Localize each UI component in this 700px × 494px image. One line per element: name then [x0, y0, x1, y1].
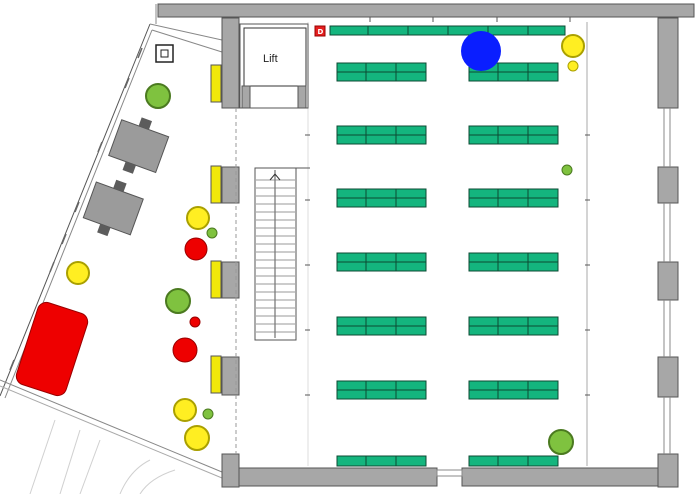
square-symbol-inner: [160, 49, 169, 58]
right-wall-upper: [657, 17, 679, 109]
marker-badge-label: D: [318, 28, 324, 36]
circles: [66, 31, 585, 455]
chair: [97, 223, 111, 237]
red-circle: [184, 237, 208, 261]
table: [468, 455, 559, 467]
lift: Lift: [239, 23, 309, 109]
yellow-circle: [184, 425, 210, 451]
top-table: [329, 25, 566, 36]
yellow-circle: [561, 34, 585, 58]
marker-badge-icon: D: [314, 25, 326, 37]
bottom-left-wall: [0, 379, 223, 473]
top-left-wall-inner: [151, 29, 223, 53]
pillar-1: [221, 166, 240, 204]
square-symbol-outer: [155, 44, 174, 63]
pillar-2: [221, 261, 240, 299]
table-group: [336, 380, 427, 400]
green-dot: [206, 227, 218, 239]
table: [336, 455, 427, 467]
table-group: [336, 125, 427, 145]
chair: [113, 179, 127, 192]
table-group: [468, 455, 559, 467]
right-wall-lower: [657, 453, 679, 488]
gray-desk: [82, 181, 144, 236]
yellow-panels: [210, 64, 222, 394]
table-grid: [336, 62, 559, 467]
right-pillar-2: [657, 261, 679, 301]
top-wall: [157, 3, 695, 18]
table-group: [336, 62, 427, 82]
staircase-icon: [254, 167, 310, 341]
green-circle: [548, 429, 574, 455]
lift-post-right: [297, 85, 307, 109]
lift-label: Lift: [263, 53, 278, 65]
lift-post-left: [241, 85, 251, 109]
table-group: [468, 316, 559, 336]
table-group: [336, 455, 427, 467]
chair: [138, 117, 153, 130]
left-wall-upper: [221, 17, 240, 109]
green-dot: [202, 408, 214, 420]
green-circle: [145, 83, 171, 109]
square-symbol-icon: [155, 44, 174, 63]
pillar-3: [221, 356, 240, 396]
right-windows: [663, 108, 671, 454]
table-group: [468, 125, 559, 145]
stair-steps: [256, 179, 295, 333]
red-dot: [189, 316, 201, 328]
desk-set-lower: [82, 179, 144, 237]
blue-circle: [461, 31, 501, 71]
table-group: [336, 316, 427, 336]
bottom-left-wall-inner: [0, 385, 223, 479]
bottom-wall-right: [461, 467, 659, 487]
yellow-panel: [210, 355, 222, 394]
table-group: [468, 380, 559, 400]
table-group: [336, 188, 427, 208]
table-group: [336, 252, 427, 272]
stairs-arrow-icon: [269, 173, 281, 181]
gray-desk: [108, 119, 170, 174]
lift-car: [243, 27, 307, 87]
top-left-wall: [149, 23, 223, 41]
chair: [122, 161, 136, 174]
yellow-circle: [186, 206, 210, 230]
green-circle: [165, 288, 191, 314]
bottom-wall-left: [238, 467, 438, 487]
right-pillar-1: [657, 166, 679, 204]
right-pillar-3: [657, 356, 679, 398]
red-circle: [172, 337, 198, 363]
yellow-panel: [210, 64, 222, 103]
yellow-panel: [210, 165, 222, 204]
wall-ticks: [305, 17, 590, 396]
table-group: [468, 252, 559, 272]
desk-set-upper: [108, 117, 170, 174]
left-windows: [9, 47, 143, 371]
yellow-panel: [210, 260, 222, 299]
green-dot: [561, 164, 573, 176]
yellow-circle: [173, 398, 197, 422]
yellow-circle: [66, 261, 90, 285]
marker-badge: [314, 25, 326, 37]
yellow-dot: [567, 60, 579, 72]
bottom-door: [436, 469, 463, 477]
ground-markings: [29, 419, 176, 494]
left-wall-lower: [221, 453, 240, 488]
red-block: [15, 301, 89, 397]
table-group: [468, 188, 559, 208]
